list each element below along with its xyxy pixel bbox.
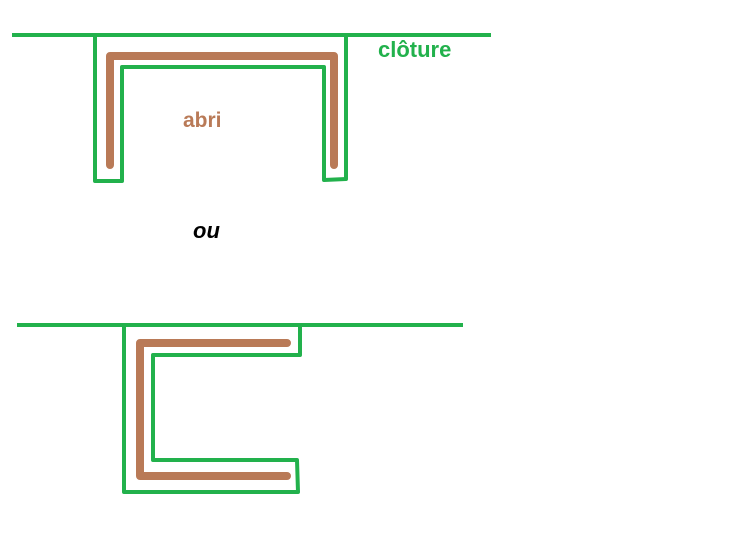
fence-label: clôture xyxy=(378,37,452,62)
fence-enclosure-top xyxy=(93,35,348,183)
shelter-top xyxy=(106,52,338,169)
shelter-bottom xyxy=(136,339,291,480)
fence-enclosure-bottom xyxy=(122,325,302,494)
or-label: ou xyxy=(193,218,220,243)
shelter-label: abri xyxy=(183,109,222,132)
